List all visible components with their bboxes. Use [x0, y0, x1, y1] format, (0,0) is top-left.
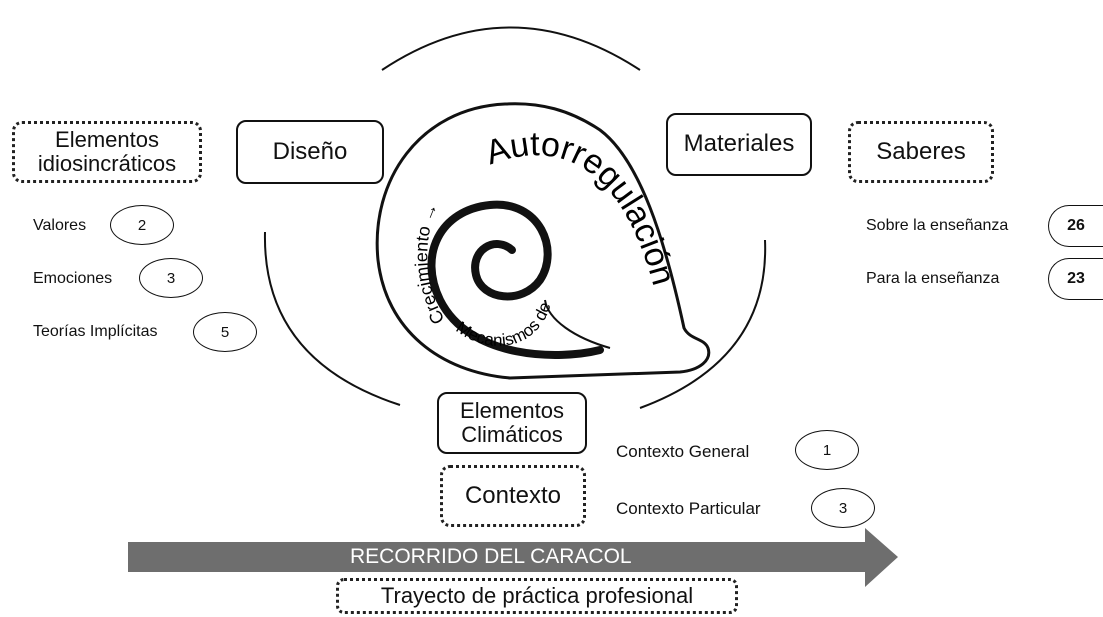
arrow-label: RECORRIDO DEL CARACOL: [350, 545, 632, 568]
value-contexto-general: 1: [795, 430, 859, 470]
materials-box: Materiales: [666, 113, 812, 176]
climatic-box: Elementos Climáticos: [437, 392, 587, 454]
spiral: [427, 200, 604, 359]
value-sobre-ensenanza: 26: [1048, 205, 1103, 247]
item-valores: Valores: [33, 217, 87, 234]
item-sobre-ensenanza: Sobre la enseñanza: [866, 217, 1009, 234]
mecanismos-text: Mecanismos de: [453, 300, 555, 350]
crecimiento-text: Crecimiento →: [411, 200, 448, 328]
left-arc: [263, 231, 401, 406]
trajectory-box: Trayecto de práctica profesional: [336, 578, 738, 614]
design-box: Diseño: [236, 120, 384, 184]
item-teorias: Teorías Implícitas: [33, 323, 158, 340]
item-emociones: Emociones: [33, 270, 113, 287]
top-arc: [381, 26, 641, 71]
context-box: Contexto: [440, 465, 586, 527]
value-valores: 2: [110, 205, 174, 245]
right-arc: [639, 239, 767, 409]
item-contexto-general: Contexto General: [616, 442, 750, 461]
idiosyncratic-box: Elementos idiosincráticos: [12, 121, 202, 183]
shell-outline: [375, 102, 711, 380]
value-para-ensenanza: 23: [1048, 258, 1103, 300]
item-para-ensenanza: Para la enseñanza: [866, 270, 1000, 287]
idiosyncratic-label: Elementos idiosincráticos: [37, 126, 177, 176]
knowledge-box: Saberes: [848, 121, 994, 183]
value-emociones: 3: [139, 258, 203, 298]
value-contexto-particular: 3: [811, 488, 875, 528]
snail-path-arrow: [128, 528, 898, 587]
value-teorias: 5: [193, 312, 257, 352]
item-contexto-particular: Contexto Particular: [616, 499, 761, 518]
